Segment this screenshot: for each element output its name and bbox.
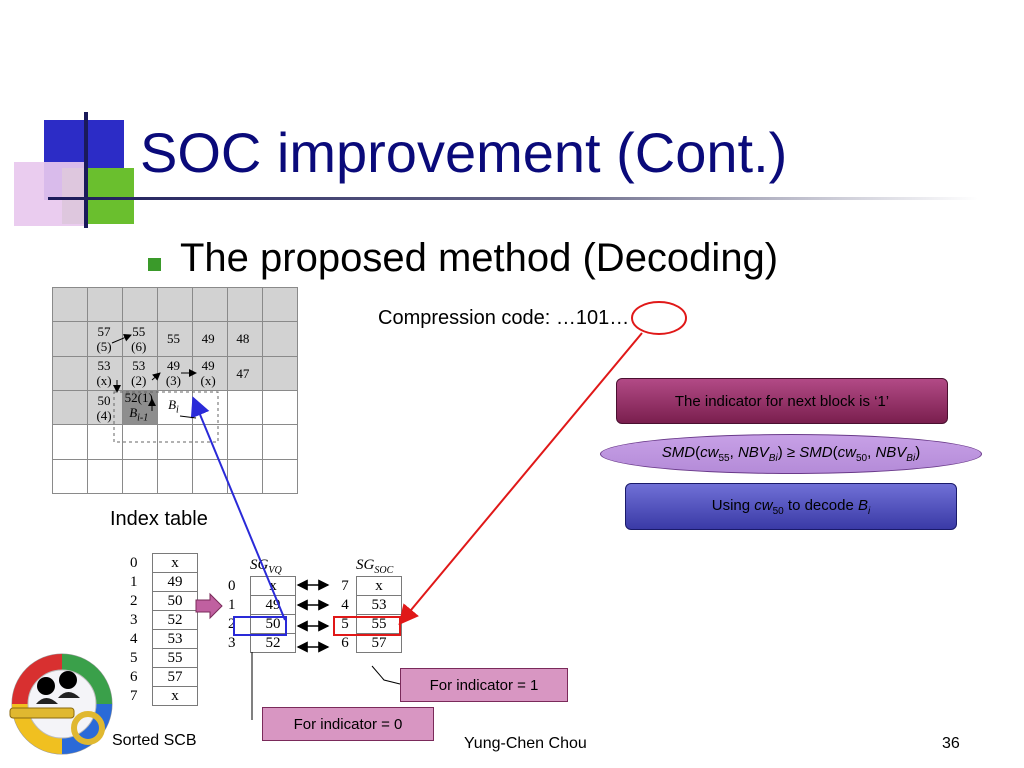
row-index: 7	[341, 578, 349, 594]
grid-cell	[262, 424, 298, 460]
grid-cell	[52, 424, 88, 460]
block-arrow	[195, 592, 223, 620]
row-index: 4	[130, 631, 138, 647]
slide-title: SOC improvement (Cont.)	[140, 121, 788, 184]
grid-cell-bi	[157, 389, 193, 426]
row-value: 53	[356, 595, 402, 615]
compression-code: Compression code: …101…	[378, 307, 629, 330]
compression-code-prefix: Compression code: …	[378, 307, 576, 329]
grid-cell	[262, 389, 298, 426]
table-row: 6 57	[130, 667, 198, 687]
grid-cell-text: 52(1)Bi-1	[124, 389, 153, 424]
row-value: x	[152, 686, 198, 706]
row-index: 1	[130, 574, 138, 590]
grid-cell	[262, 355, 298, 391]
grid-cell	[157, 321, 193, 357]
grid-cell-text: 53(x)	[96, 358, 112, 389]
grid-cell	[192, 286, 228, 323]
grid-cell-text: 48	[236, 331, 250, 347]
index-table-caption: Index table	[110, 508, 208, 530]
grid-cell-text: 55(6)	[131, 323, 147, 354]
grid-arrows	[111, 334, 197, 419]
grid-cell	[122, 458, 158, 495]
grid-cell-text: 55	[166, 331, 180, 347]
decor-vertical-line	[84, 112, 88, 228]
grid-cell	[87, 321, 123, 357]
grid-cell	[157, 286, 193, 323]
row-index: 3	[130, 612, 138, 628]
title-underline	[48, 197, 978, 200]
grid-cell	[227, 424, 263, 460]
grid-cell	[227, 321, 263, 357]
grid-cell-bi-minus-1	[122, 389, 158, 426]
grid-cell	[227, 355, 263, 391]
indicator-next-box: The indicator for next block is ‘1’	[616, 378, 948, 424]
grid-cell	[262, 321, 298, 357]
dashed-block-outline	[113, 391, 219, 443]
row-index: 5	[130, 650, 138, 666]
for-indicator-1-box: For indicator = 1	[400, 668, 568, 702]
soc-highlight-box	[333, 616, 401, 636]
smd-condition-box: SMD(cw55, NBVBi) ≥ SMD(cw50, NBVBi)	[600, 434, 982, 474]
bullet-icon	[148, 258, 161, 271]
grid-cell	[52, 355, 88, 391]
decor-pink-square	[14, 162, 86, 226]
grid-cell	[52, 321, 88, 357]
grid-cell-text: Bi	[168, 397, 179, 417]
blue-arrow	[190, 396, 286, 621]
row-value: 57	[152, 667, 198, 687]
sorted-scb-caption: Sorted SCB	[112, 732, 197, 749]
grid-cell-text: 49	[201, 331, 215, 347]
grid-cell-text: 50(4)	[96, 392, 112, 423]
highlight-ellipse	[631, 301, 687, 335]
sg-soc-label: SGSOC	[356, 557, 394, 576]
callout-line-1	[371, 665, 401, 685]
grid-cell	[227, 458, 263, 495]
vq-highlight-box	[233, 616, 287, 636]
for-indicator-0-box: For indicator = 0	[262, 707, 434, 741]
grid-cell-text: 47	[236, 365, 250, 381]
page-number: 36	[942, 735, 960, 752]
grid-cell	[227, 286, 263, 323]
table-row: 4 53	[334, 595, 402, 615]
row-value: 52	[152, 610, 198, 630]
using-cw-box: Using cw50 to decode Bi	[625, 483, 957, 530]
row-index: 6	[130, 669, 138, 685]
row-index: 2	[228, 616, 236, 632]
table-row: 3 52	[130, 610, 198, 630]
row-index: 0	[228, 578, 236, 594]
row-index: 6	[341, 635, 349, 651]
grid-cell-text: 49(x)	[200, 358, 216, 389]
compression-code-highlight: 101	[575, 307, 610, 329]
row-index: 4	[341, 597, 349, 613]
grid-cell-text: 57(5)	[96, 323, 112, 354]
grid-cell	[87, 355, 123, 391]
row-index: 5	[341, 616, 349, 632]
double-arrows	[296, 579, 330, 653]
red-arrow	[398, 332, 643, 626]
row-index: 1	[228, 597, 236, 613]
row-index: 2	[130, 593, 138, 609]
row-index: 0	[130, 555, 138, 571]
grid-cell-text: 49(3)	[165, 358, 182, 389]
footer-author: Yung-Chen Chou	[464, 735, 587, 752]
logo-key-icon	[9, 653, 113, 755]
grid-cell	[52, 458, 88, 495]
compression-code-suffix: …	[609, 307, 630, 329]
bullet-text: The proposed method (Decoding)	[180, 236, 779, 280]
row-value: 55	[356, 614, 402, 634]
grid-cell	[192, 321, 228, 357]
grid-cell	[262, 458, 298, 495]
row-index: 3	[228, 635, 236, 651]
grid-cell-text: 53(2)	[131, 358, 147, 389]
row-value: 55	[152, 648, 198, 668]
row-index: 7	[130, 688, 138, 704]
